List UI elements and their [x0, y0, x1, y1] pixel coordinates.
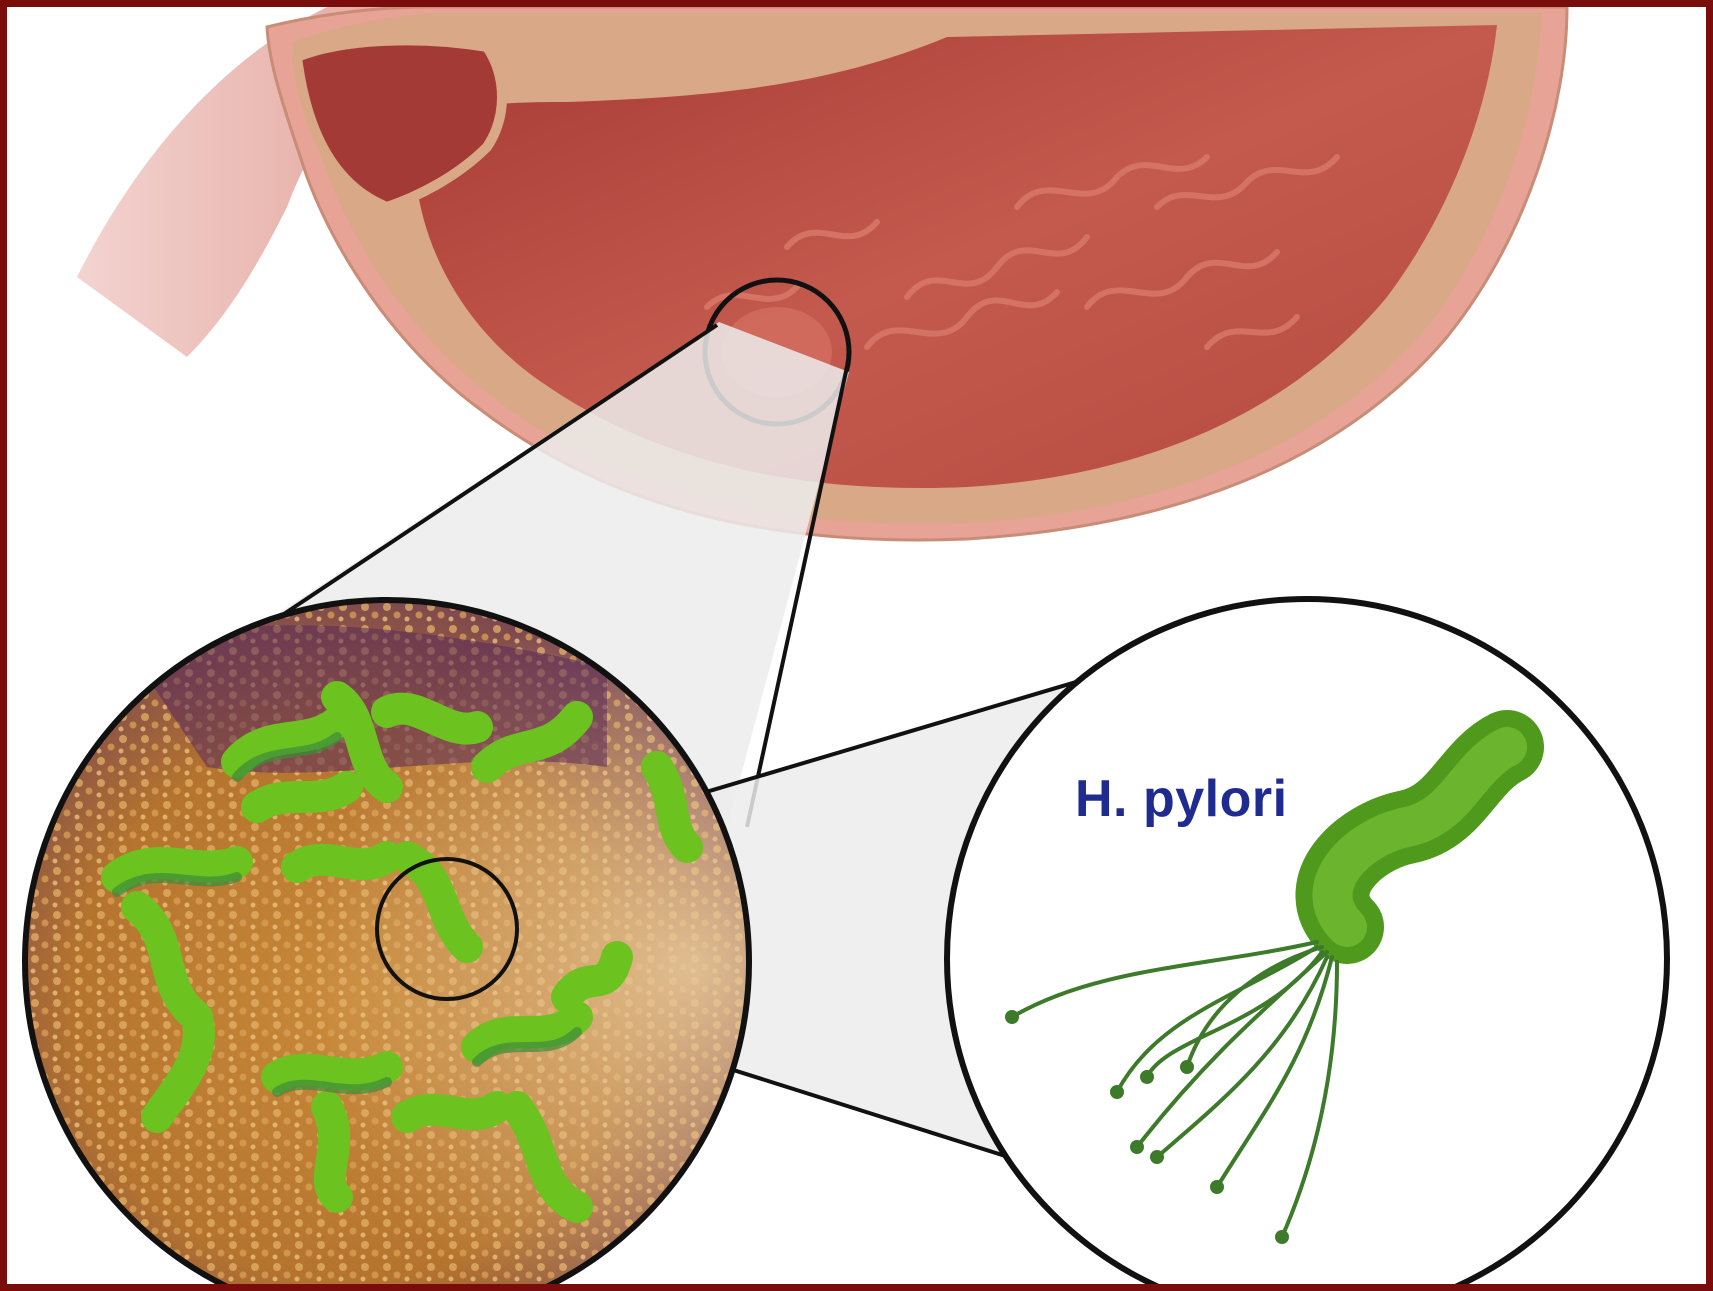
bacterium-icon: [947, 599, 1667, 1284]
bacterium-label: H. pylori: [1075, 769, 1288, 829]
diagram-canvas: [7, 7, 1706, 1284]
